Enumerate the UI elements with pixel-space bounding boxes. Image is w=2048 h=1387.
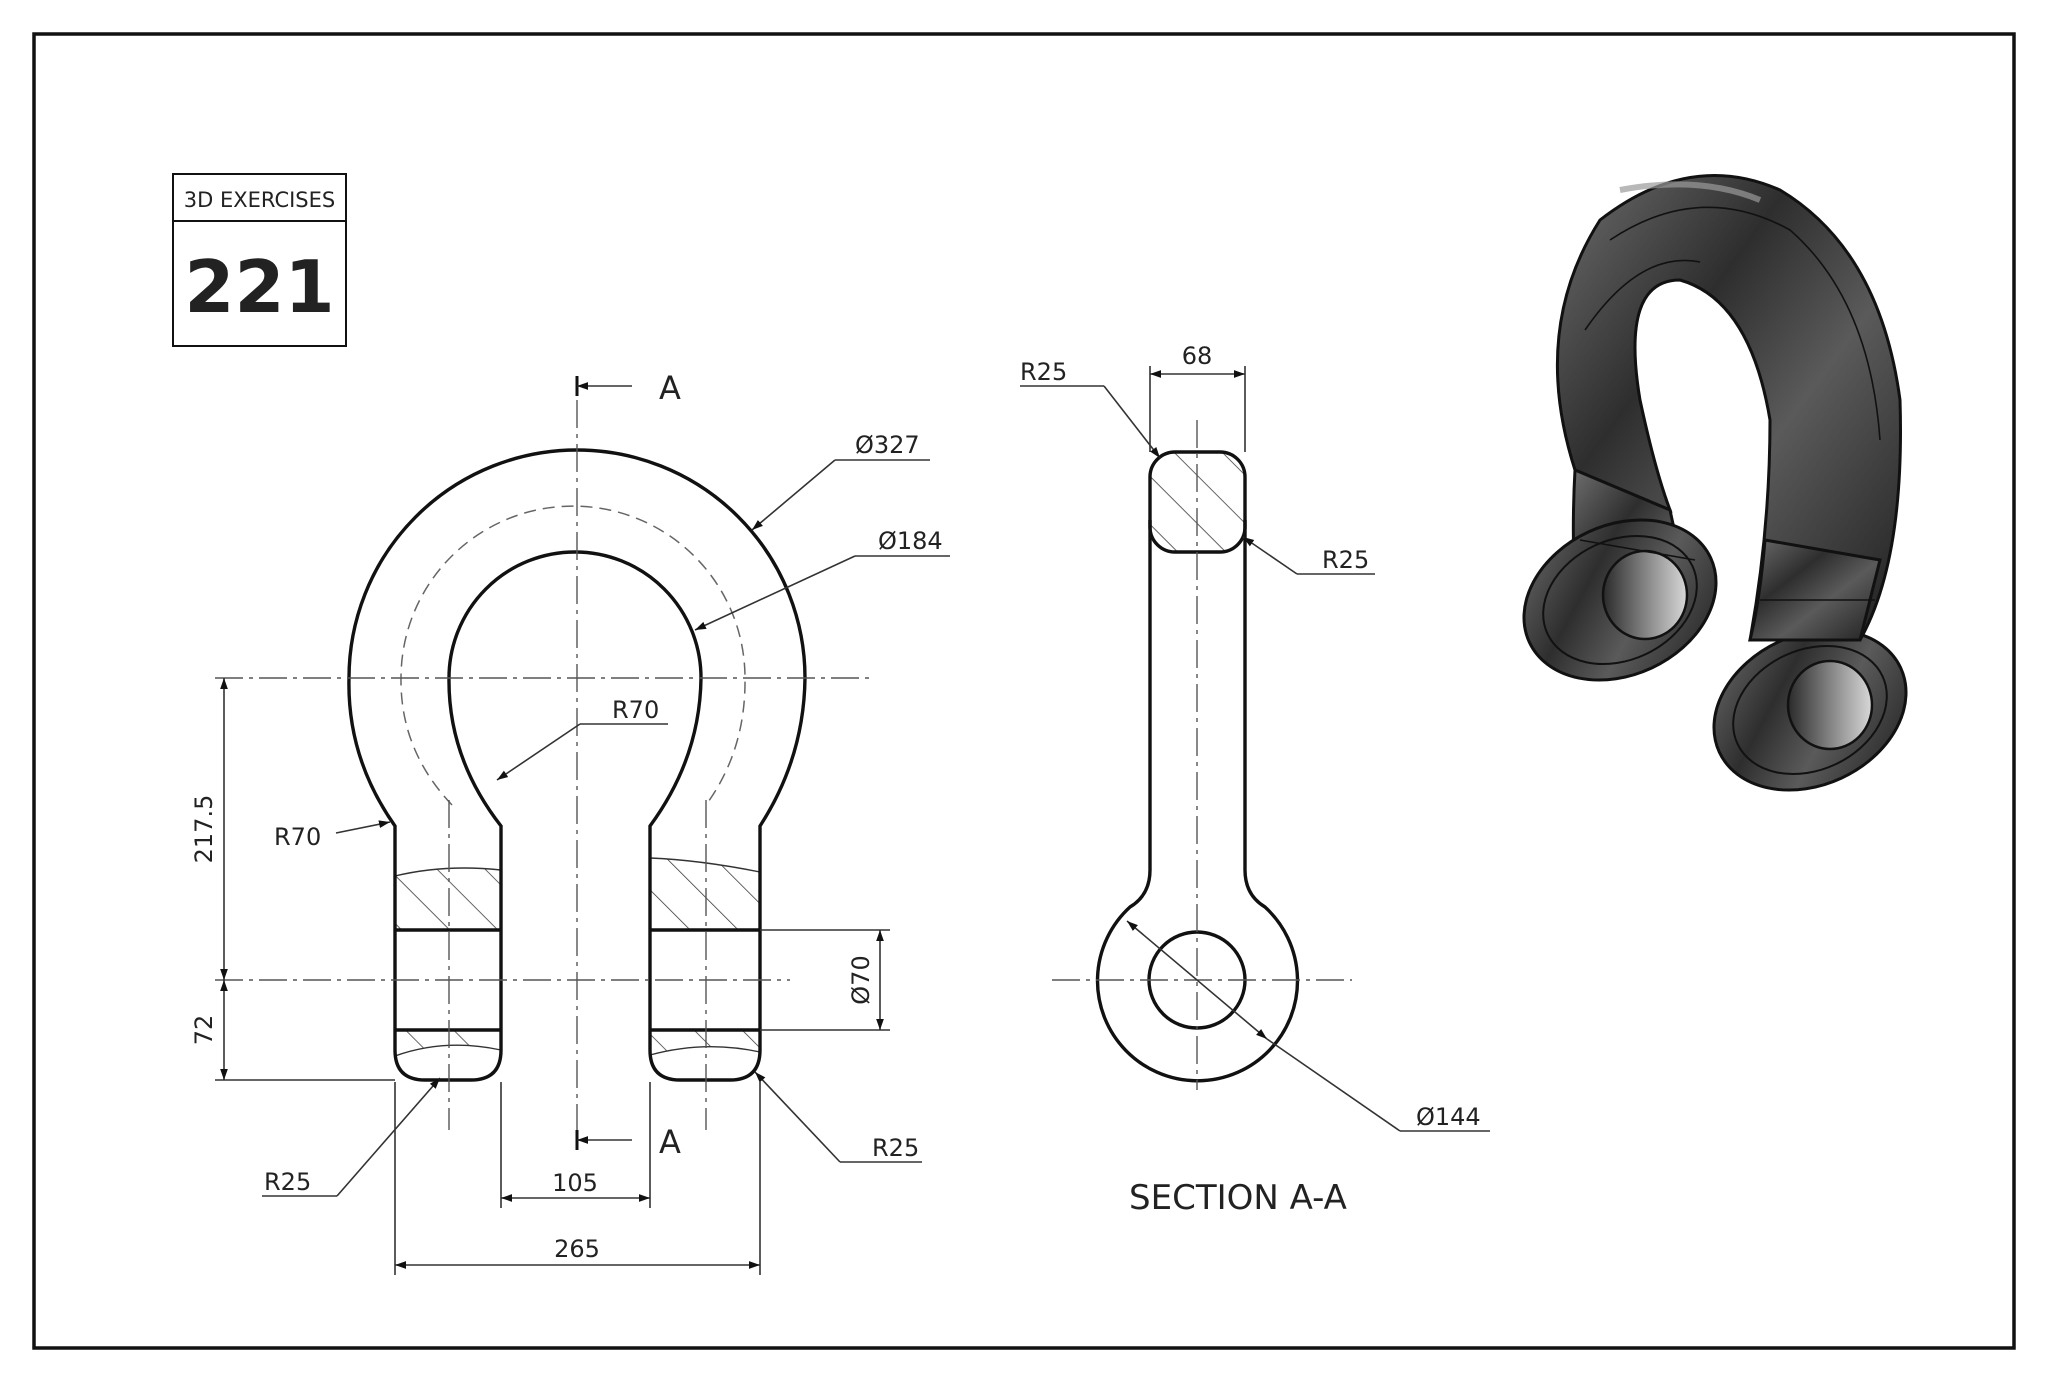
sheet-border [32,32,2016,1350]
iso-leg-right [1748,538,1882,642]
hatch-lower-right [649,1029,761,1056]
iso-eye-left-hole [1601,549,1689,641]
dim-section-right-radius: R25 [1322,546,1369,574]
shackle-outline [347,448,807,1082]
iso-arch [1555,174,1902,642]
dim-hole-diameter: Ø70 [847,955,875,1004]
title-block: 3D EXERCISES 221 [172,173,347,347]
dim-section-top-radius: R25 [1020,358,1067,386]
section-marker-top: A [575,369,681,407]
dim-inner-diameter: Ø184 [878,527,943,555]
front-dimensions: Ø327 Ø184 R70 R70 217.5 72 Ø70 105 265 [190,431,950,1275]
section-title: SECTION A-A [1129,1178,1347,1218]
hatch-lower-left [394,1029,502,1057]
dim-inner-radius: R70 [612,696,659,724]
iso-leg-left-seam [1579,539,1696,561]
iso-arch-seam-outer [1609,206,1881,441]
hatch-upper-right [649,857,761,931]
section-letter-bottom: A [659,1123,681,1161]
iso-eye-left-ring [1542,534,1698,666]
mid-path-hidden [400,505,746,806]
dim-gap-width: 105 [552,1169,598,1197]
iso-eye-right-hole [1786,659,1874,751]
hatch-upper-left [394,867,502,931]
dim-bottom-offset: 72 [190,1015,218,1046]
front-view [215,400,875,1130]
dim-overall-width: 265 [554,1235,600,1263]
dim-outer-radius: R70 [274,823,321,851]
dim-section-width: 68 [1182,342,1213,370]
section-view: 68 R25 R25 Ø144 SECTION A-A [1020,342,1490,1218]
dim-fillet-left: R25 [264,1168,311,1196]
isometric-view [1522,174,1908,792]
iso-arch-highlight [1619,181,1762,203]
section-letter-top: A [659,369,681,407]
section-marker-bottom: A [575,1123,681,1161]
title-heading: 3D EXERCISES [184,188,335,212]
dim-eye-diameter: Ø144 [1416,1103,1481,1131]
exercise-number: 221 [184,245,334,329]
iso-arch-seam-inner [1584,259,1701,331]
iso-eye-right-ring [1732,644,1888,776]
dim-center-height: 217.5 [190,795,218,864]
dim-outer-diameter: Ø327 [855,431,920,459]
dim-fillet-right: R25 [872,1134,919,1162]
